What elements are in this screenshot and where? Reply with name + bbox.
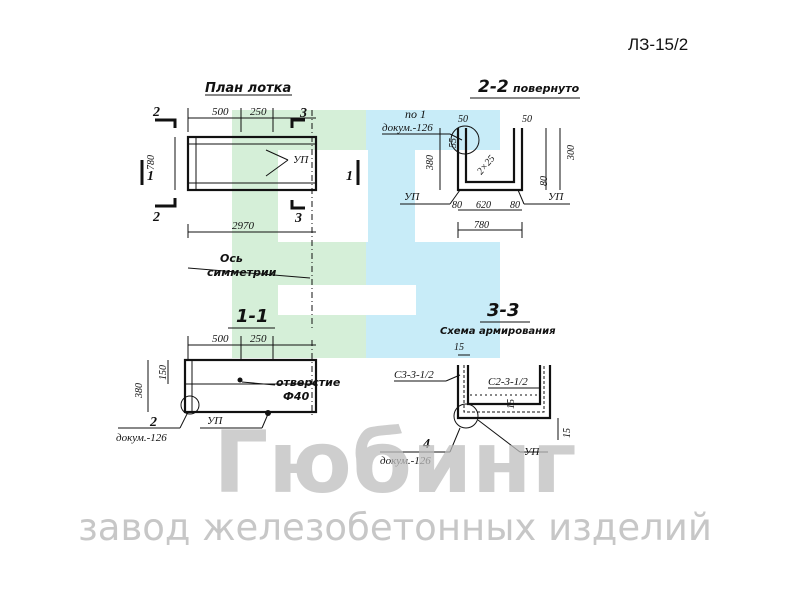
sec22-title-suffix: повернуто — [513, 82, 580, 95]
sec11-dim-150: 150 — [158, 365, 169, 380]
watermark-brand: Гюбинг — [213, 413, 576, 513]
watermark-logo — [232, 110, 500, 358]
plan-dim-2970: 2970 — [232, 220, 255, 232]
plan-section-3-bottom: 3 — [294, 211, 302, 226]
sec22-dim-780: 780 — [474, 220, 489, 231]
section-3-3: 3-3 Схема армирования 15 15 15 С3-3-1/2 … — [380, 300, 573, 467]
watermark-tagline: завод железобетонных изделий — [78, 506, 712, 549]
section-2-2: 2-2 повернуто по 1 докум.-126 50 50 380 … — [382, 77, 580, 238]
sec22-dim-80-right: 80 — [539, 176, 550, 186]
sec22-ref-top: по 1 — [405, 107, 426, 121]
sec22-up-left: УП — [404, 191, 420, 203]
plan-dim-780: 780 — [146, 155, 157, 170]
sec22-title: 2-2 — [478, 77, 509, 97]
sec22-dim-380: 380 — [425, 155, 436, 171]
sec11-ref-num: 2 — [149, 415, 157, 430]
sec33-title: 3-3 — [487, 300, 520, 321]
plan-up-label: УП — [293, 154, 309, 166]
sec33-mesh-left: С3-3-1/2 — [394, 369, 434, 381]
sec11-hole-diameter: Ф40 — [283, 390, 310, 403]
plan-view: План лотка 500 250 780 2 2 1 1 3 3 — [140, 81, 360, 330]
sec33-up-label: УП — [524, 446, 540, 458]
sec11-ref-doc: докум.-126 — [116, 432, 167, 444]
sec11-up-label: УП — [207, 415, 223, 427]
sec22-ref-doc: докум.-126 — [382, 122, 433, 134]
sec22-dim-80a: 80 — [452, 200, 462, 211]
sheet-code: ЛЗ-15/2 — [628, 35, 688, 54]
sec11-title: 1-1 — [236, 306, 269, 327]
sec22-up-right: УП — [548, 191, 564, 203]
sec33-subtitle: Схема армирования — [440, 326, 556, 337]
sec22-dim-55: 55 — [448, 138, 459, 148]
sec33-dim-15-right: 15 — [562, 428, 573, 438]
sec11-dim-380: 380 — [134, 383, 145, 399]
sec22-dim-50-left: 50 — [458, 114, 468, 125]
sec22-dim-80b: 80 — [510, 200, 520, 211]
sec33-ref-num: 4 — [422, 437, 430, 452]
sec33-dim-15-mid: 15 — [506, 399, 517, 409]
sec33-dim-15-top: 15 — [454, 342, 464, 353]
plan-section-3-top: 3 — [299, 106, 307, 121]
axis-label-line1: Ось — [220, 252, 243, 265]
sec33-mesh-right: С2-3-1/2 — [488, 376, 528, 388]
plan-dim-250: 250 — [250, 106, 267, 118]
plan-section-1-left: 1 — [147, 169, 154, 184]
plan-section-2-top: 2 — [152, 105, 160, 120]
plan-dim-500: 500 — [212, 106, 229, 118]
sec22-dim-620: 620 — [476, 200, 491, 211]
sec11-dim-500: 500 — [212, 333, 229, 345]
plan-section-1-right: 1 — [346, 169, 353, 184]
sec22-dim-300: 300 — [566, 145, 577, 161]
sec33-ref-doc: докум.-126 — [380, 455, 431, 467]
sec11-hole-label: отверстие — [276, 376, 341, 389]
section-1-1: 1-1 500 250 380 150 отверстие Ф40 2 доку… — [116, 306, 341, 444]
sec22-dim-50-right: 50 — [522, 114, 532, 125]
plan-section-2-bottom: 2 — [152, 210, 160, 225]
sec11-dim-250: 250 — [250, 333, 267, 345]
plan-title: План лотка — [205, 81, 291, 96]
